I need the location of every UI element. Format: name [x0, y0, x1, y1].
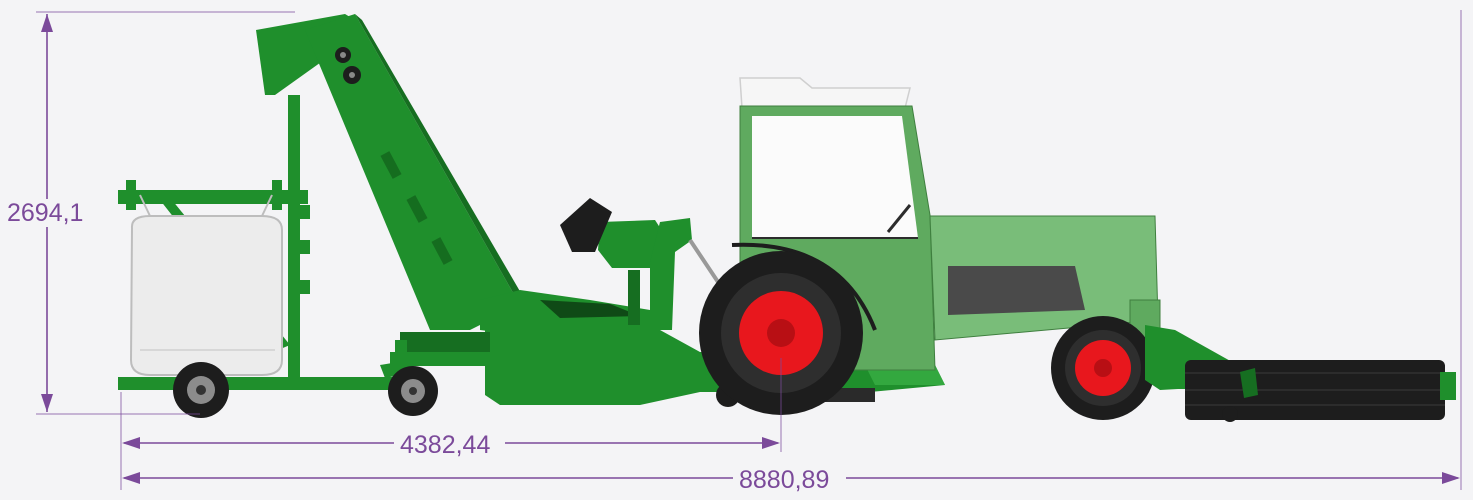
height-dimension-arrow [41, 14, 53, 32]
partial-length-dimension-label: 4382,44 [397, 431, 494, 459]
cleaning-bracket [650, 218, 692, 330]
cleaning-motor [560, 198, 612, 252]
bag-cart-wheel [173, 362, 229, 418]
total-length-dimension-label: 8880,89 [736, 466, 833, 494]
frame-post-right [272, 180, 282, 210]
conveyor-body [305, 14, 520, 330]
steering-wheel [886, 204, 912, 233]
height-dimension-label: 2694,1 [4, 199, 87, 227]
length-dimension-arrow [122, 472, 140, 484]
castor-wheel [388, 366, 438, 416]
cleaning-post [628, 270, 640, 325]
frame-post-left [126, 180, 136, 210]
cab-window [752, 116, 918, 238]
frame-base-rail [118, 377, 408, 390]
roller-link [1240, 368, 1258, 398]
conveyor-edge [355, 14, 525, 305]
conveyor-slot [380, 151, 402, 179]
tractor [699, 77, 1161, 420]
conveyor-slot [431, 237, 453, 265]
wheel-icon [1222, 406, 1238, 422]
frame-bracket [296, 205, 310, 219]
cab-roof [739, 77, 911, 109]
engine-block [948, 266, 1085, 315]
cleaning-unit [560, 198, 722, 330]
length-dimension-arrow [1442, 472, 1460, 484]
conveyor-elevator [256, 14, 525, 330]
bag-strap [139, 194, 151, 217]
chassis-side-box [400, 332, 490, 354]
length-dimension-arrow [762, 437, 780, 449]
frame-bracket [296, 240, 310, 254]
big-bag [129, 194, 283, 376]
cleaning-spring [688, 238, 722, 287]
length-dimension-arrow [122, 437, 140, 449]
frame-bracket [296, 280, 310, 294]
conveyor-slot [406, 195, 428, 223]
height-dimension-arrow [41, 394, 53, 412]
frame-mast [288, 95, 300, 387]
chassis-side-box [390, 352, 490, 366]
bag-strap [261, 194, 273, 217]
front-roller-unit [1145, 325, 1456, 422]
roller-end-plate [1440, 372, 1456, 400]
chassis-dark-slot [540, 300, 640, 318]
cleaning-housing [598, 220, 668, 268]
bag-body [129, 215, 283, 376]
